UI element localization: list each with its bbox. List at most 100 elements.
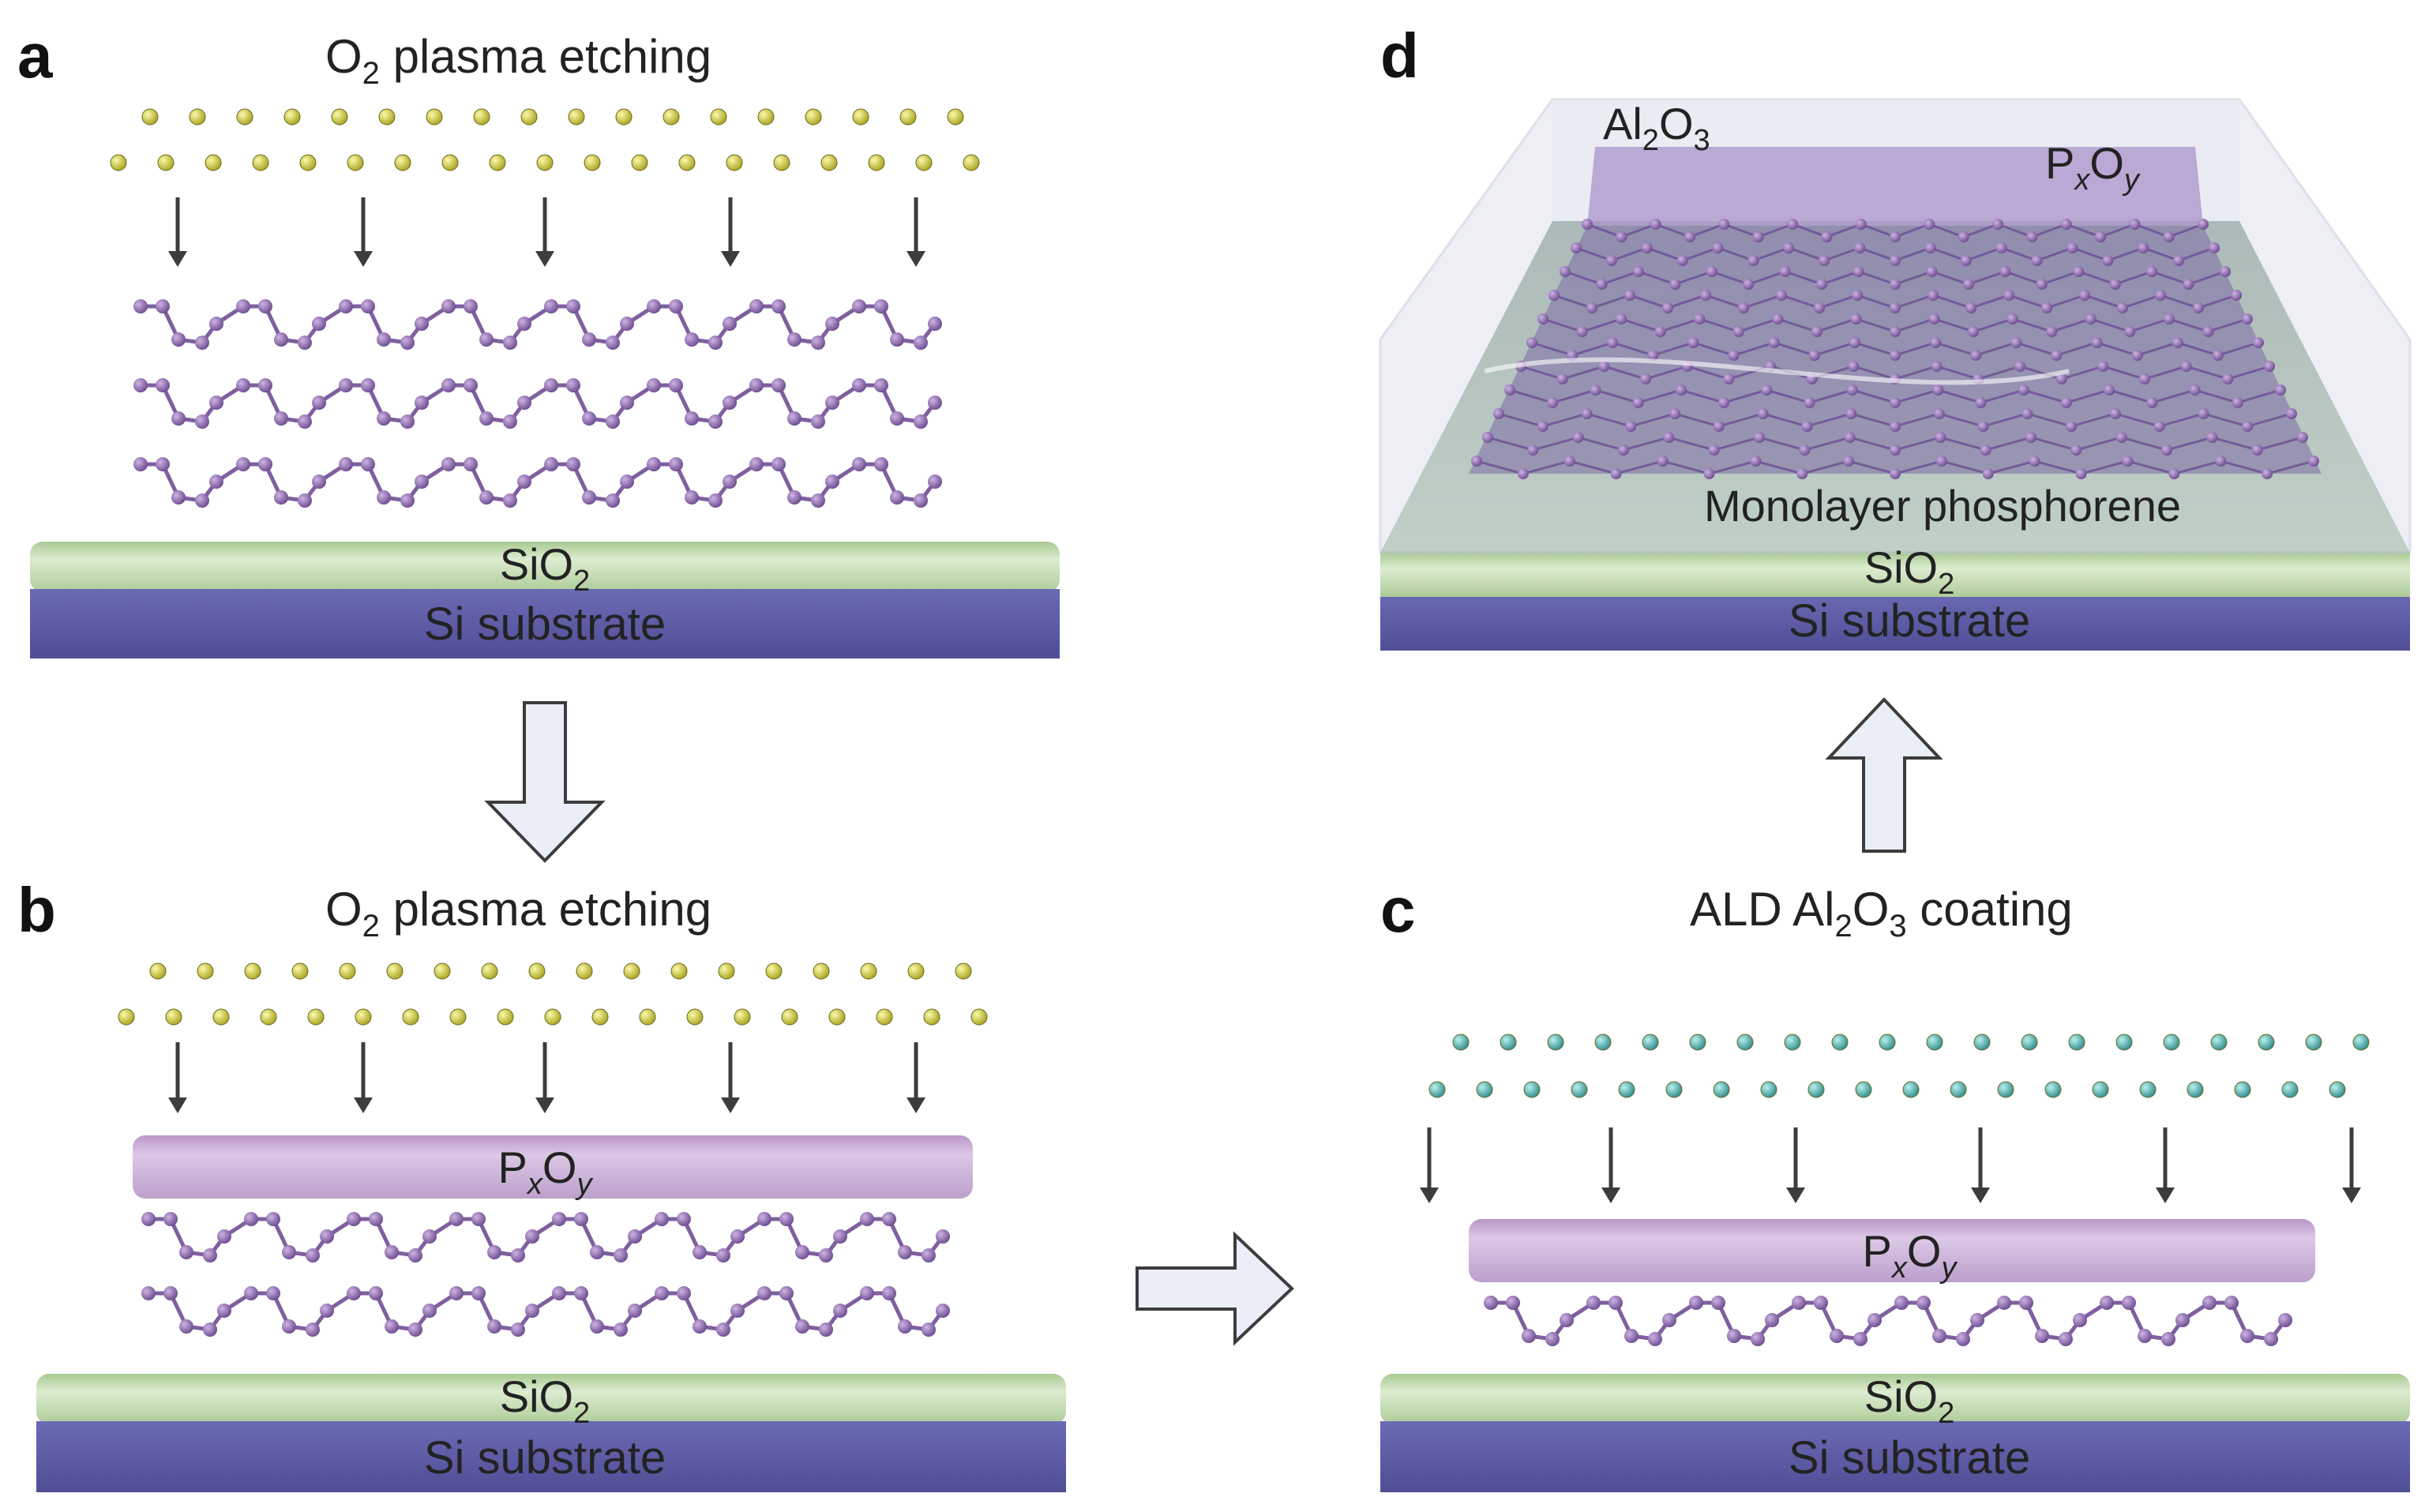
phosphorus-atom xyxy=(1689,1296,1703,1310)
oxygen-particle xyxy=(805,108,822,126)
process-arrow-a-to-b xyxy=(484,701,606,863)
oxygen-particle xyxy=(378,108,396,126)
ald-precursor-particle xyxy=(1926,1034,1943,1051)
phosphorus-atom xyxy=(708,336,723,350)
phosphorus-atom xyxy=(377,490,391,505)
phosphorus-atom xyxy=(2102,255,2114,266)
phosphorus-atom xyxy=(2146,397,2158,408)
phosphorus-atom xyxy=(2021,408,2033,419)
phosphorus-atom xyxy=(2131,350,2143,361)
oxygen-particle xyxy=(576,962,593,980)
phosphorus-atom xyxy=(2240,1329,2254,1343)
oxygen-particle xyxy=(110,154,127,171)
ald-precursor-particle xyxy=(2044,1081,2062,1098)
phosphorus-atom xyxy=(274,411,288,426)
phosphorus-atom xyxy=(133,378,148,392)
ald-precursor-particle xyxy=(1713,1081,1730,1098)
phosphorus-atom xyxy=(1625,421,1637,432)
phosphorus-atom xyxy=(320,1229,334,1244)
phosphorus-atom xyxy=(361,299,375,313)
phosphorus-atom xyxy=(400,493,415,508)
phosphorus-atom xyxy=(2006,313,2018,325)
phosphorus-atom xyxy=(669,457,683,471)
phosphorus-atom xyxy=(2175,1313,2190,1327)
phosphorus-atom xyxy=(1572,432,1584,443)
phosphorus-atom xyxy=(179,1319,193,1334)
ald-precursor-particle xyxy=(1736,1034,1754,1051)
oxygen-particle xyxy=(481,962,498,980)
phosphorus-atom xyxy=(361,457,375,471)
phosphorus-atom xyxy=(779,1212,794,1226)
phosphorus-atom xyxy=(1997,1296,2011,1310)
phosphorus-atom xyxy=(2026,231,2038,242)
phosphorus-atom xyxy=(928,396,942,410)
phosphorus-atom xyxy=(771,457,786,471)
phosphorus-atom xyxy=(133,457,148,471)
phosphorus-atom xyxy=(1471,456,1482,467)
phosphorus-atom xyxy=(1662,1313,1676,1327)
phosphorus-atom xyxy=(312,475,326,489)
phosphorus-atom xyxy=(2209,242,2220,253)
phosphorus-atom xyxy=(258,457,272,471)
phosphorus-atom xyxy=(1687,337,1699,348)
phosphorus-bond xyxy=(148,1217,944,1258)
phosphorus-atom xyxy=(1669,279,1681,290)
phosphorus-atom xyxy=(716,1323,730,1337)
phosphorus-atom xyxy=(479,332,494,347)
oxygen-particle xyxy=(157,154,175,171)
phosphorus-atom xyxy=(1924,219,1935,230)
phosphorus-atom xyxy=(914,336,928,350)
oxygen-particle xyxy=(915,154,933,171)
oxygen-particle xyxy=(773,154,790,171)
phosphorus-atom xyxy=(1932,1329,1946,1343)
phosphorus-atom xyxy=(282,1319,296,1334)
phosphorus-atom xyxy=(1616,313,1627,325)
phosphorus-atom xyxy=(209,317,223,331)
phosphorus-atom xyxy=(1708,445,1720,456)
oxygen-particle xyxy=(307,1008,325,1026)
ald-precursor-particle xyxy=(2329,1081,2346,1098)
phosphorus-atom xyxy=(2222,373,2234,385)
phosphorus-atom xyxy=(677,1286,691,1300)
ald-precursor-particle xyxy=(2021,1034,2038,1051)
phosphorus-atom xyxy=(2051,350,2063,361)
phosphorus-atom xyxy=(339,378,353,392)
phosphorus-atom xyxy=(1560,1313,1574,1327)
oxygen-particle xyxy=(244,962,261,980)
panel-letter-b: b xyxy=(17,875,56,945)
phosphorus-atom xyxy=(2059,1332,2073,1346)
phosphorus-atom xyxy=(2155,290,2166,301)
phosphorus-atom xyxy=(347,1212,361,1226)
oxygen-particle xyxy=(252,154,269,171)
phosphorus-atom xyxy=(1935,432,1946,443)
panel-b: b O2 plasma etching PxOy SiO2 Si substra… xyxy=(17,875,1066,1492)
phosphorus-atom xyxy=(2173,255,2185,266)
phosphorus-atom xyxy=(400,336,415,350)
phosphorus-atom xyxy=(464,378,478,392)
phosphorus-atom xyxy=(914,415,928,429)
ald-precursor-particle xyxy=(2352,1034,2370,1051)
ald-precursor-particle xyxy=(1855,1081,1872,1098)
ald-precursor-particle xyxy=(2115,1034,2133,1051)
phosphorus-atom xyxy=(1868,1313,1882,1327)
phosphorus-bond xyxy=(1491,1300,2287,1341)
phosphorus-atom xyxy=(369,1212,383,1226)
phosphorus-atom xyxy=(408,1248,422,1263)
phosphorus-atom xyxy=(693,1319,707,1334)
phosphorus-atom xyxy=(1738,302,1749,313)
phosphorus-atom xyxy=(1713,421,1725,432)
phosphorus-atom xyxy=(1703,468,1715,479)
phosphorus-atom xyxy=(141,1212,156,1226)
oxygen-particle xyxy=(955,962,972,980)
oxygen-particle xyxy=(876,1008,893,1026)
panel-letter-a: a xyxy=(17,21,53,91)
phosphorus-atom xyxy=(655,1212,669,1226)
ald-precursor-particle xyxy=(1689,1034,1706,1051)
phosphorus-atom xyxy=(1816,279,1828,290)
phosphorus-atom xyxy=(2189,385,2201,396)
phosphorus-atom xyxy=(163,1286,178,1300)
phosphorus-bond xyxy=(148,1291,944,1332)
phosphorus-atom xyxy=(2163,313,2175,325)
phosphorus-atom xyxy=(708,415,723,429)
phosphorus-atom xyxy=(1754,432,1765,443)
